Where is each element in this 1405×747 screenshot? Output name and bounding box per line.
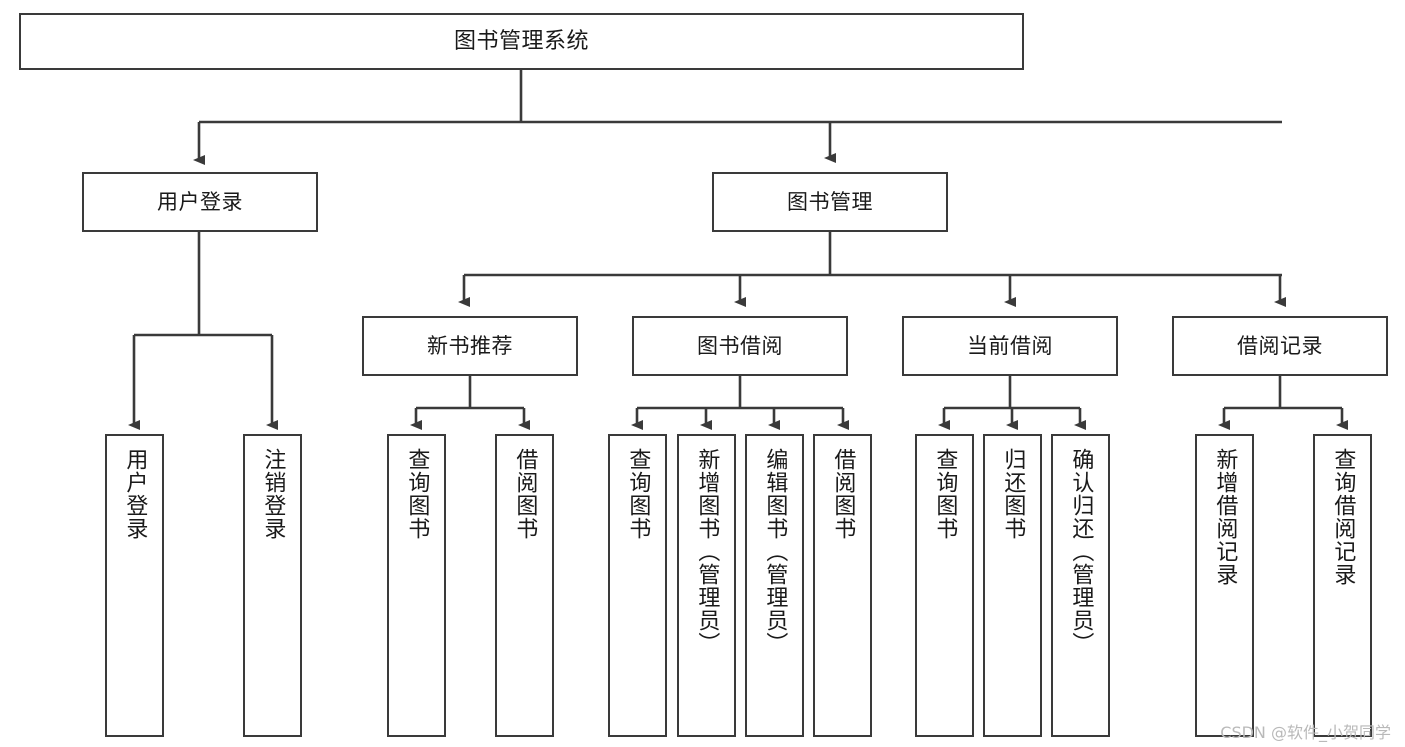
node-leaf-add-book[interactable]: 新增图书（管理员） (677, 434, 736, 737)
node-leaf-confirm-return[interactable]: 确认归还（管理员） (1051, 434, 1110, 737)
node-leaf-borrow-book-2[interactable]: 借阅图书 (813, 434, 872, 737)
node-leaf-query-book-2[interactable]: 查询图书 (608, 434, 667, 737)
node-leaf-borrow-book-2-label: 借阅图书 (830, 448, 856, 540)
node-leaf-borrow-book-1-label: 借阅图书 (512, 448, 538, 540)
node-new-book-rec-label: 新书推荐 (427, 333, 513, 358)
csdn-watermark: CSDN @软件_小贺同学 (1220, 723, 1391, 742)
node-leaf-query-book-3[interactable]: 查询图书 (915, 434, 974, 737)
node-leaf-query-record-label: 查询借阅记录 (1330, 448, 1356, 586)
node-root-label: 图书管理系统 (453, 28, 589, 54)
node-book-manage[interactable]: 图书管理 (712, 172, 948, 232)
node-current-borrow-label: 当前借阅 (967, 333, 1053, 358)
node-leaf-logout[interactable]: 注销登录 (243, 434, 302, 737)
node-book-borrow-label: 图书借阅 (697, 333, 783, 358)
node-leaf-user-login-label: 用户登录 (122, 448, 148, 540)
node-leaf-query-book-1-label: 查询图书 (404, 448, 430, 540)
node-leaf-logout-label: 注销登录 (260, 448, 286, 540)
node-current-borrow[interactable]: 当前借阅 (902, 316, 1118, 376)
node-book-manage-label: 图书管理 (787, 189, 873, 214)
node-leaf-edit-book-label: 编辑图书（管理员） (762, 448, 788, 655)
node-book-borrow[interactable]: 图书借阅 (632, 316, 848, 376)
node-leaf-add-record-label: 新增借阅记录 (1212, 448, 1238, 586)
node-leaf-return-book[interactable]: 归还图书 (983, 434, 1042, 737)
node-leaf-add-book-label: 新增图书（管理员） (694, 448, 720, 655)
node-leaf-return-book-label: 归还图书 (1000, 448, 1026, 540)
node-leaf-edit-book[interactable]: 编辑图书（管理员） (745, 434, 804, 737)
node-leaf-query-record[interactable]: 查询借阅记录 (1313, 434, 1372, 737)
node-borrow-record[interactable]: 借阅记录 (1172, 316, 1388, 376)
node-user-login[interactable]: 用户登录 (82, 172, 318, 232)
node-leaf-confirm-return-label: 确认归还（管理员） (1068, 448, 1094, 655)
node-leaf-borrow-book-1[interactable]: 借阅图书 (495, 434, 554, 737)
node-leaf-query-book-3-label: 查询图书 (932, 448, 958, 540)
node-root[interactable]: 图书管理系统 (19, 13, 1024, 70)
node-leaf-query-book-1[interactable]: 查询图书 (387, 434, 446, 737)
node-new-book-rec[interactable]: 新书推荐 (362, 316, 578, 376)
node-user-login-label: 用户登录 (157, 189, 243, 214)
node-leaf-query-book-2-label: 查询图书 (625, 448, 651, 540)
node-borrow-record-label: 借阅记录 (1237, 333, 1323, 358)
node-leaf-user-login[interactable]: 用户登录 (105, 434, 164, 737)
node-leaf-add-record[interactable]: 新增借阅记录 (1195, 434, 1254, 737)
